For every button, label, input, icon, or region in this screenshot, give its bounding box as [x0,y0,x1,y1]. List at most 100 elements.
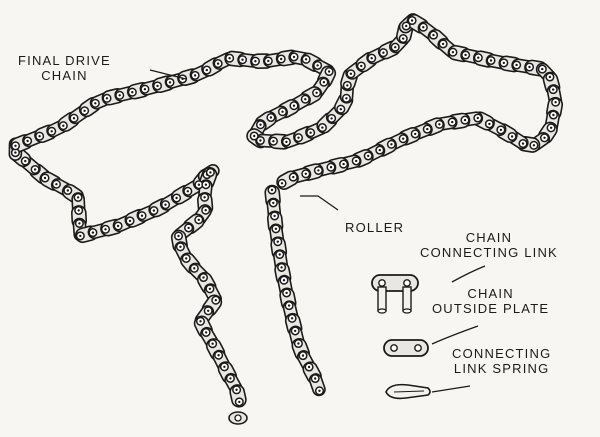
chain-pin [528,65,531,69]
chain-pin [499,128,503,132]
outside-plate-label: CHAIN OUTSIDE PLATE [432,286,549,316]
link-spring-part [385,383,431,400]
chain-pin [405,24,408,28]
chain-pin [76,196,80,199]
chain-pin [304,172,307,175]
chain-pin [140,214,144,217]
chain-pin [185,257,188,260]
chain-pin [79,234,82,238]
chain-pin [426,127,429,131]
chain-pin [269,116,273,119]
chain-pin [292,175,295,179]
chain-pin [292,55,296,59]
chain-pin [66,189,70,192]
chain-pin [143,88,147,91]
chain-pin [229,377,232,380]
chain-pin [280,266,283,269]
chain-pin [541,67,544,71]
chain-pin [477,56,480,59]
chain-pin [43,176,47,180]
connecting-link-label-line-1: CHAIN [465,230,513,245]
chain-pin [318,389,321,392]
connecting-link-leader [451,265,486,283]
outside-plate-part [383,339,429,357]
chain-pin [489,59,493,62]
chain-pin [552,113,555,117]
chain-pin [62,124,65,127]
chain-pin [476,116,479,120]
chain-pin [77,209,80,212]
chain-pin [464,53,467,57]
chain-pin [339,108,342,111]
chain-pin [438,123,441,126]
chain-pin [280,182,284,185]
chain-pin [327,70,331,73]
chain-pin [321,126,324,129]
chain-pin [316,64,319,67]
chain-pin [193,74,197,77]
chain-pin [432,33,435,37]
chain-pin [322,81,326,84]
roller-label: ROLLER [345,220,404,235]
chain-pin [164,203,167,206]
chain-pin [309,131,312,134]
chain-pin [345,97,348,100]
chain-pin [116,224,120,228]
chain-pin [14,151,17,154]
chain-pin [382,51,385,54]
chain-pin [235,388,238,391]
chain-pin [128,219,132,223]
chain-pin [259,123,262,126]
chain-pin [317,169,320,172]
chain-pin [217,354,220,357]
chain-pin [104,228,107,231]
chain-pin [510,135,514,138]
outside-plate-label-line-1: CHAIN [467,286,514,301]
chain-pin [342,162,345,166]
chain-pin [297,136,300,139]
chain-pin [205,68,208,72]
chain-pin [292,104,296,107]
chain-pin [156,84,159,88]
chain-pin [207,309,210,312]
link-spring-label-line-1: CONNECTING [452,346,552,361]
chain-pin [272,201,275,205]
chain-pin [410,19,414,22]
chain-pin [228,57,231,60]
chain-pin [168,81,172,84]
chain-end-roller [234,414,242,422]
chain-pin [131,91,134,94]
chain-pin [186,190,189,193]
chain-pin [297,342,300,345]
chain-pin [50,130,53,133]
chain-pin [254,60,257,63]
chain-pin [394,46,397,49]
chain-pin [330,117,333,120]
chain-pin [290,317,294,320]
chain-pin [118,94,121,97]
outside-plate-label-line-2: OUTSIDE PLATE [432,301,550,316]
chain-pin [55,183,58,186]
chain-pin [203,196,206,199]
chain-pin [270,188,274,192]
chain-pin [267,59,270,63]
chain-pin [204,209,207,212]
chain-pin [272,140,275,143]
link-spring-leader [431,385,471,393]
roller-leader [300,195,339,211]
chain-pin [301,354,305,357]
chain-pin [532,144,536,147]
chain-pin [285,140,288,144]
chain-pin [543,136,546,139]
chain-pin [349,72,353,76]
chain-pin [304,58,308,61]
chain-pin [402,137,405,140]
chain-pin [422,26,425,29]
chain-pin [24,159,27,163]
chain-pin [314,377,317,380]
chain-pin [549,126,553,129]
chain-pin [548,75,552,79]
chain-pin [38,135,41,138]
chain-pin [329,166,333,169]
